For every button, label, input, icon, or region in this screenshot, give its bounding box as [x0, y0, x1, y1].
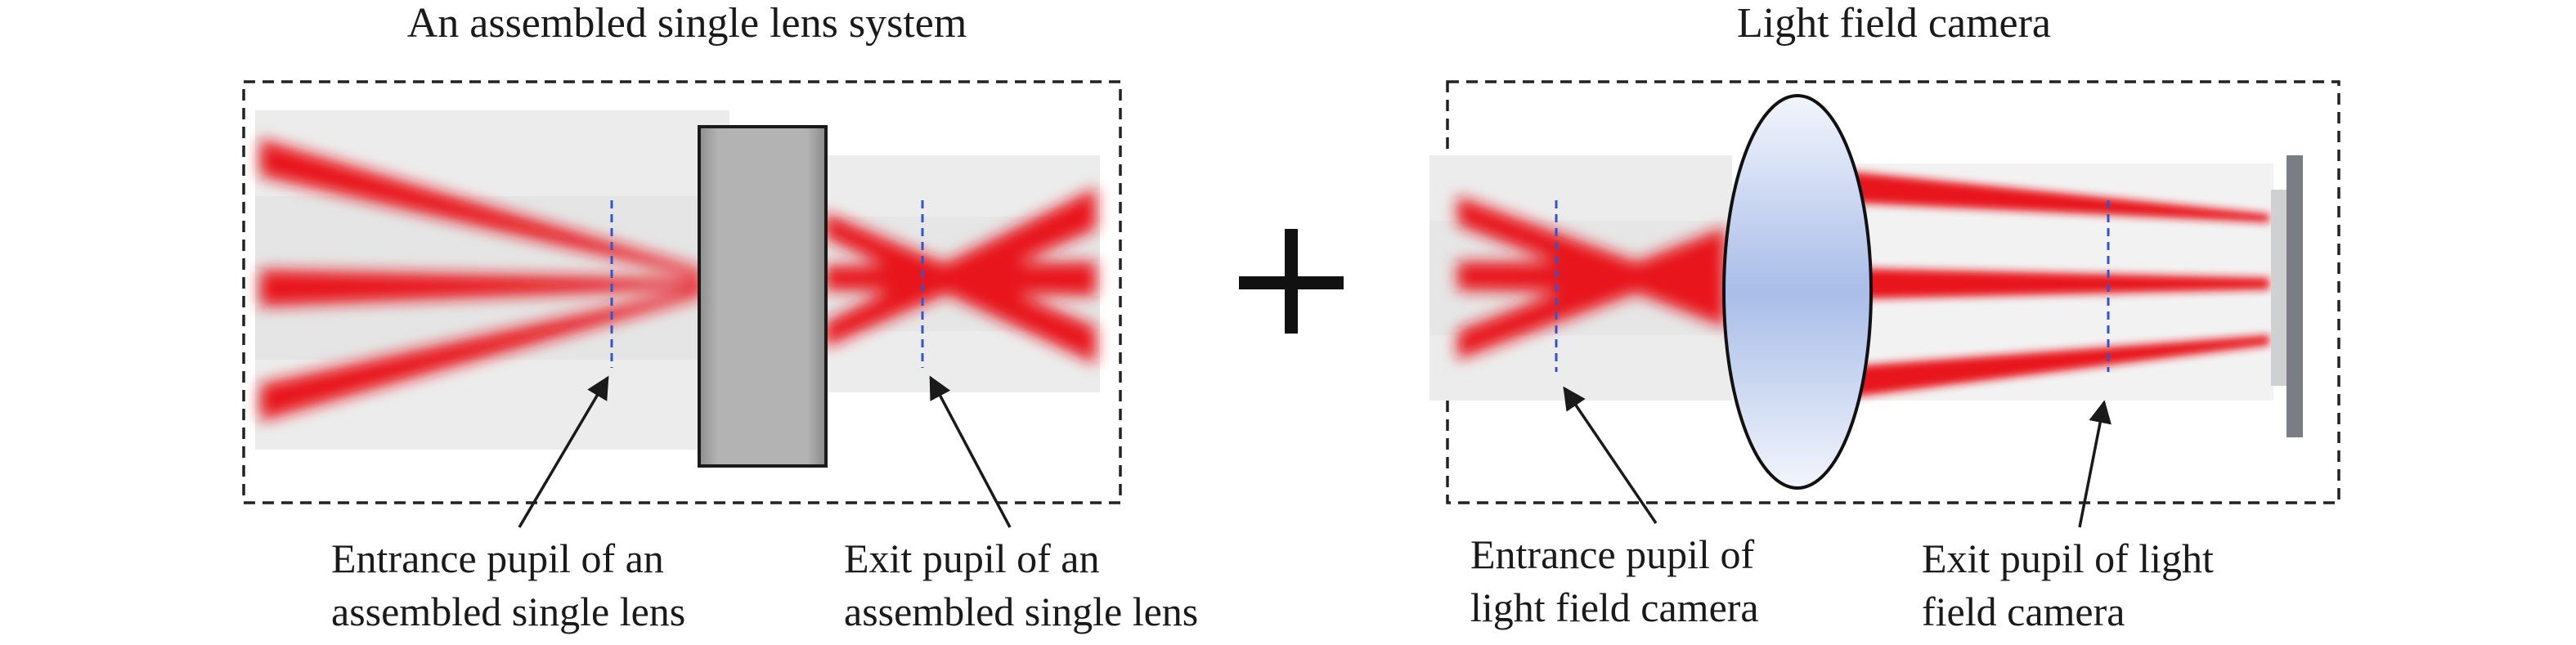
right-panel: Light field camera	[1429, 0, 2340, 634]
right-entrance-label-line2: light field camera	[1470, 585, 1759, 630]
combine-plus-icon: +	[1239, 229, 1344, 334]
left-panel-title: An assembled single lens system	[407, 0, 967, 47]
left-entrance-label-line2: assembled single lens	[331, 589, 685, 634]
right-exit-label-line2: field camera	[1922, 589, 2125, 634]
right-exit-arrow	[2078, 400, 2112, 528]
left-exit-label-line2: assembled single lens	[844, 589, 1198, 634]
left-outgoing-beams	[824, 188, 1096, 364]
right-entrance-label-line1: Entrance pupil of	[1470, 531, 1754, 577]
left-panel: An assembled single lens system	[242, 0, 1198, 634]
right-outgoing-beams	[1850, 172, 2269, 397]
lens-block-icon	[698, 125, 828, 468]
sensor-cover-icon	[2271, 190, 2287, 386]
left-entrance-label-line1: Entrance pupil of an	[331, 535, 664, 581]
left-entrance-arrow	[518, 375, 609, 528]
right-exit-label-line1: Exit pupil of light	[1922, 535, 2214, 581]
left-incoming-beams	[260, 139, 703, 421]
right-entrance-arrow	[1563, 386, 1658, 524]
left-exit-arrow	[929, 375, 1012, 528]
left-panel-frame	[242, 80, 1122, 504]
biconvex-lens-icon	[1722, 94, 1873, 490]
left-exit-label-line1: Exit pupil of an	[844, 535, 1099, 581]
right-panel-title: Light field camera	[1737, 0, 2051, 47]
right-incoming-beams	[1457, 196, 1726, 360]
image-sensor-icon	[2287, 155, 2303, 437]
